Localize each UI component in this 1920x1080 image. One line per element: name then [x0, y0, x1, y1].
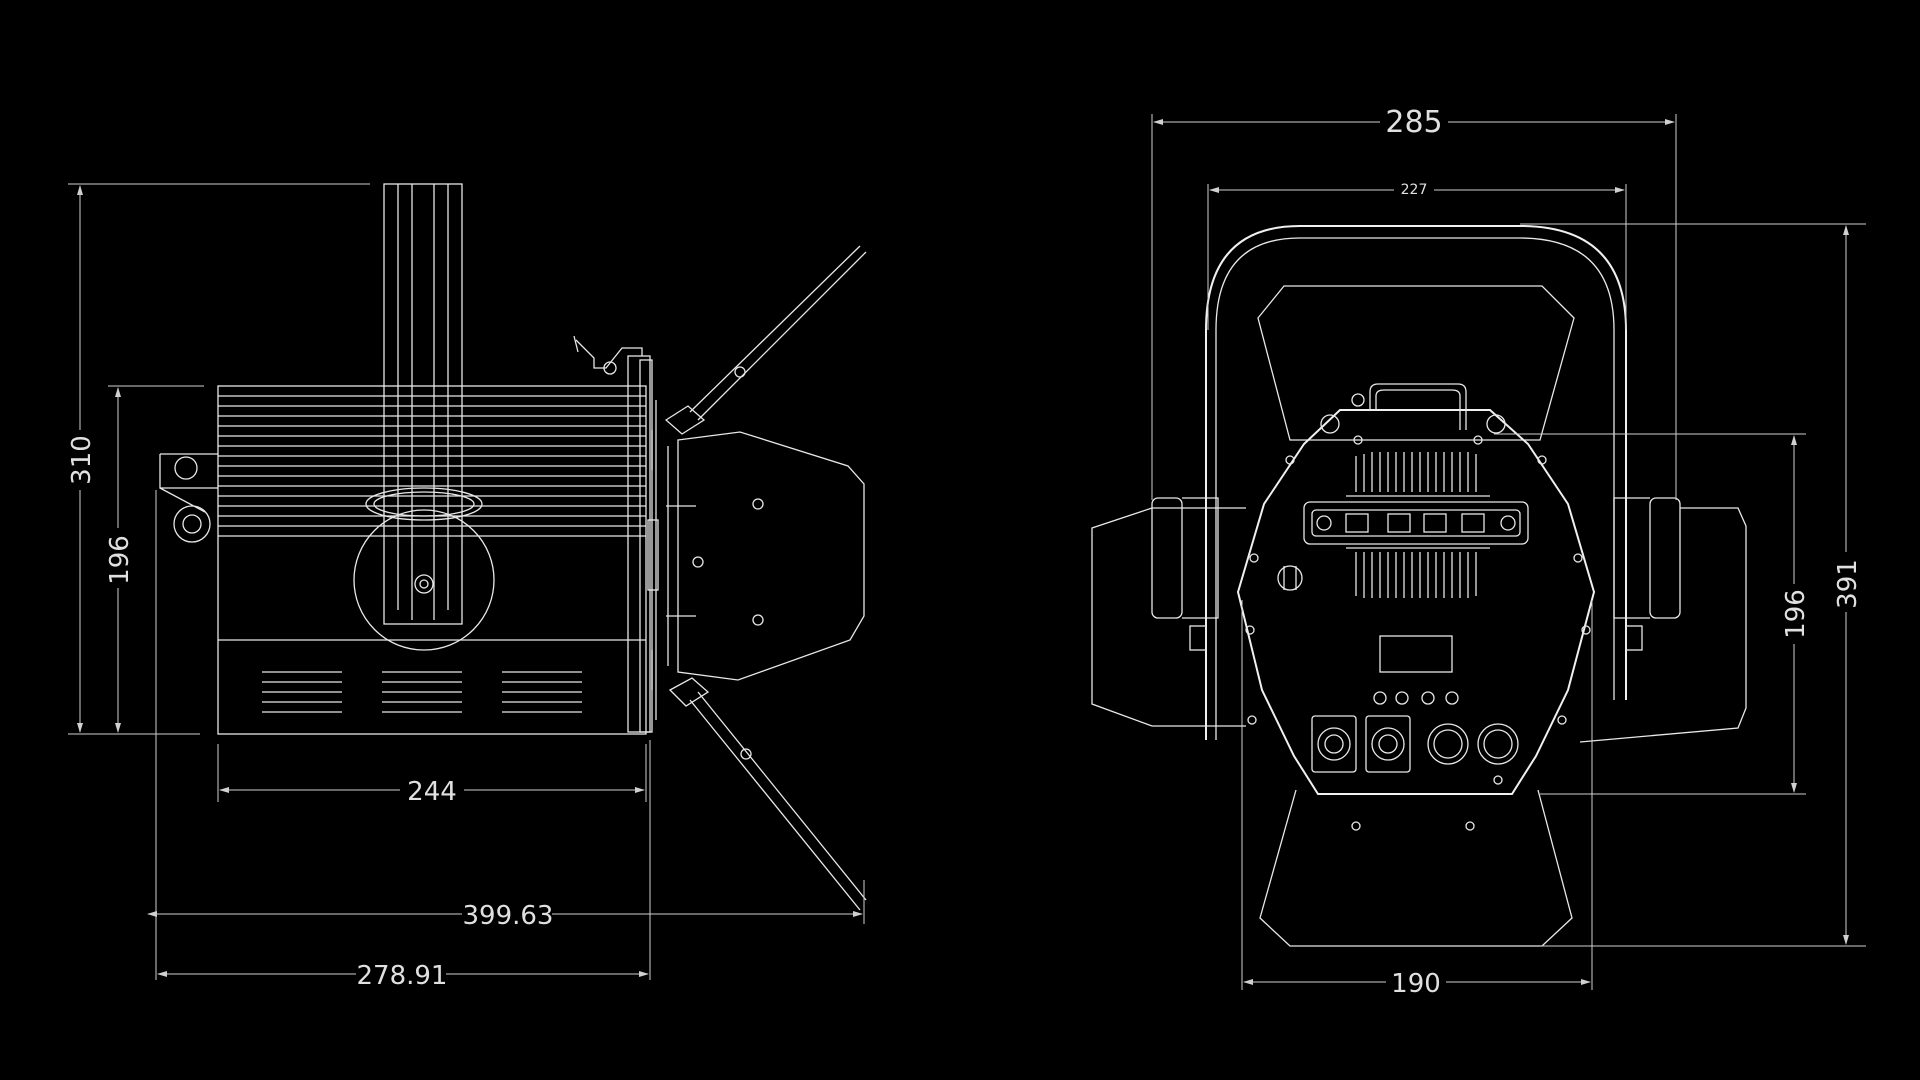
dmx-out [1477, 723, 1519, 765]
vent-slots [262, 671, 582, 713]
front-view: 285 227 391 196 190 [1091, 104, 1866, 999]
display-screen [1379, 635, 1453, 673]
side-dimensions: 310 196 244 399.63 278.91 [62, 183, 865, 991]
front-flange [573, 335, 659, 733]
powercon-out [1365, 715, 1411, 773]
dim-399-63: 399.63 [463, 901, 554, 931]
menu-button [1345, 513, 1369, 533]
down-button [1423, 513, 1447, 533]
control-panel [1277, 501, 1529, 705]
dim-227: 227 [1401, 182, 1428, 198]
enter-button [1461, 513, 1485, 533]
safety-eyelet [159, 453, 218, 543]
dim-285: 285 [1385, 105, 1442, 140]
yoke-arm [383, 183, 463, 625]
front-barndoors [1091, 285, 1747, 947]
connectors [1311, 715, 1519, 785]
powercon-in [1311, 715, 1357, 773]
dim-244: 244 [407, 777, 457, 807]
dmx-in [1427, 723, 1469, 765]
tilt-knob [353, 487, 495, 651]
side-view: 310 196 244 399.63 278.91 [62, 183, 867, 991]
dim-196-front: 196 [1781, 589, 1811, 639]
front-yoke [1151, 225, 1681, 740]
fixture-body [217, 385, 647, 735]
dim-391: 391 [1833, 559, 1863, 609]
barndoors [664, 245, 867, 911]
front-heatsink [1346, 452, 1490, 598]
cooling-fins [218, 395, 646, 537]
dim-278-91: 278.91 [357, 961, 448, 991]
front-dimensions: 285 227 391 196 190 [1151, 104, 1866, 999]
front-body [1236, 383, 1596, 831]
fuse-holder [1277, 565, 1303, 591]
dim-310: 310 [67, 435, 97, 485]
dim-190: 190 [1391, 969, 1441, 999]
up-button [1387, 513, 1411, 533]
dim-196-side: 196 [105, 535, 135, 585]
